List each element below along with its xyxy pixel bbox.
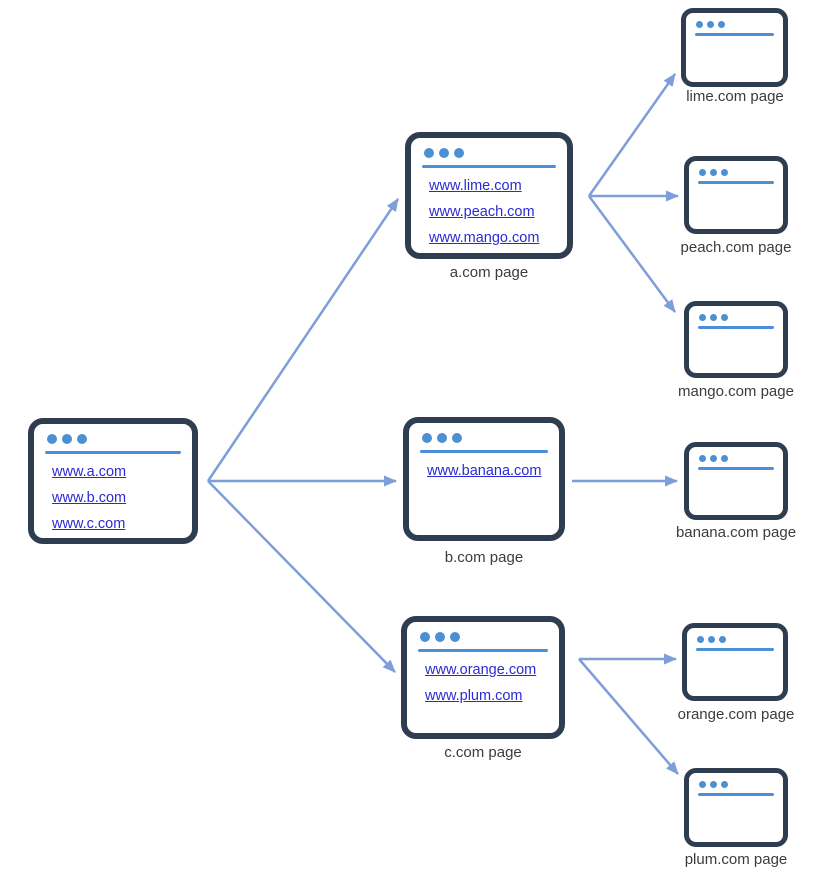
- window-dot-icon: [719, 636, 726, 643]
- caption-c-com-page: c.com page: [444, 744, 522, 761]
- window-dot-icon: [718, 21, 725, 28]
- titlebar-divider: [422, 165, 556, 168]
- link-www-c-com[interactable]: www.c.com: [52, 516, 126, 532]
- window-dot-icon: [721, 781, 728, 788]
- caption-a-com-page: a.com page: [449, 264, 529, 281]
- browser-window-root: www.a.com www.b.com www.c.com: [28, 418, 198, 544]
- window-dot-icon: [699, 781, 706, 788]
- titlebar-divider: [696, 648, 774, 651]
- window-dot-icon: [77, 434, 87, 444]
- caption-lime-com-page: lime.com page: [686, 88, 784, 105]
- caption-orange-com-page: orange.com page: [677, 706, 795, 723]
- arrow-root-to-a: [206, 198, 400, 482]
- window-dot-icon: [721, 455, 728, 462]
- window-dots-icon: [697, 636, 774, 643]
- arrow-c-to-plum: [578, 658, 679, 775]
- link-list: www.orange.com www.plum.com: [418, 661, 548, 706]
- link-www-b-com[interactable]: www.b.com: [52, 490, 127, 506]
- link-www-plum-com[interactable]: www.plum.com: [425, 688, 523, 704]
- window-dot-icon: [699, 314, 706, 321]
- window-dot-icon: [696, 21, 703, 28]
- browser-window-lime: [681, 8, 788, 87]
- window-dot-icon: [454, 148, 464, 158]
- window-dot-icon: [699, 455, 706, 462]
- window-dot-icon: [710, 455, 717, 462]
- window-dot-icon: [437, 433, 447, 443]
- window-dot-icon: [435, 632, 445, 642]
- link-www-a-com[interactable]: www.a.com: [52, 464, 127, 480]
- browser-window-b: www.banana.com: [403, 417, 565, 541]
- browser-window-peach: [684, 156, 788, 234]
- titlebar-divider: [420, 450, 548, 453]
- window-dot-icon: [710, 169, 717, 176]
- window-dot-icon: [439, 148, 449, 158]
- arrow-a-to-lime: [587, 73, 677, 197]
- titlebar-divider: [698, 793, 774, 796]
- window-dots-icon: [699, 455, 774, 462]
- window-dot-icon: [721, 314, 728, 321]
- titlebar-divider: [45, 451, 181, 454]
- window-dot-icon: [62, 434, 72, 444]
- link-list: www.banana.com: [420, 462, 548, 481]
- titlebar-divider: [418, 649, 548, 652]
- titlebar-divider: [698, 467, 774, 470]
- browser-window-c: www.orange.com www.plum.com: [401, 616, 565, 739]
- window-dot-icon: [422, 433, 432, 443]
- link-list: www.lime.com www.peach.com www.mango.com: [422, 177, 556, 248]
- browser-window-orange: [682, 623, 788, 701]
- window-dots-icon: [696, 21, 774, 28]
- caption-banana-com-page: banana.com page: [675, 524, 797, 541]
- caption-mango-com-page: mango.com page: [678, 383, 794, 400]
- window-dot-icon: [697, 636, 704, 643]
- window-dot-icon: [450, 632, 460, 642]
- window-dots-icon: [422, 433, 548, 443]
- window-dot-icon: [424, 148, 434, 158]
- window-dot-icon: [707, 21, 714, 28]
- caption-peach-com-page: peach.com page: [680, 239, 792, 256]
- window-dot-icon: [710, 781, 717, 788]
- titlebar-divider: [695, 33, 774, 36]
- link-www-banana-com[interactable]: www.banana.com: [427, 463, 542, 479]
- link-www-lime-com[interactable]: www.lime.com: [429, 178, 522, 194]
- titlebar-divider: [698, 181, 774, 184]
- browser-window-banana: [684, 442, 788, 520]
- window-dot-icon: [699, 169, 706, 176]
- arrow-a-to-mango: [587, 195, 677, 313]
- window-dots-icon: [424, 148, 556, 158]
- link-www-mango-com[interactable]: www.mango.com: [429, 230, 540, 246]
- link-list: www.a.com www.b.com www.c.com: [45, 463, 181, 534]
- window-dot-icon: [721, 169, 728, 176]
- window-dot-icon: [420, 632, 430, 642]
- browser-window-a: www.lime.com www.peach.com www.mango.com: [405, 132, 573, 259]
- window-dot-icon: [47, 434, 57, 444]
- window-dots-icon: [420, 632, 548, 642]
- window-dots-icon: [699, 781, 774, 788]
- link-www-orange-com[interactable]: www.orange.com: [425, 662, 537, 678]
- titlebar-divider: [698, 326, 774, 329]
- window-dot-icon: [708, 636, 715, 643]
- browser-window-mango: [684, 301, 788, 378]
- window-dots-icon: [699, 314, 774, 321]
- window-dot-icon: [710, 314, 717, 321]
- arrow-root-to-c: [207, 480, 396, 673]
- window-dots-icon: [699, 169, 774, 176]
- window-dot-icon: [452, 433, 462, 443]
- caption-plum-com-page: plum.com page: [684, 851, 788, 868]
- browser-window-plum: [684, 768, 788, 847]
- caption-b-com-page: b.com page: [444, 549, 524, 566]
- window-dots-icon: [47, 434, 181, 444]
- link-www-peach-com[interactable]: www.peach.com: [429, 204, 535, 220]
